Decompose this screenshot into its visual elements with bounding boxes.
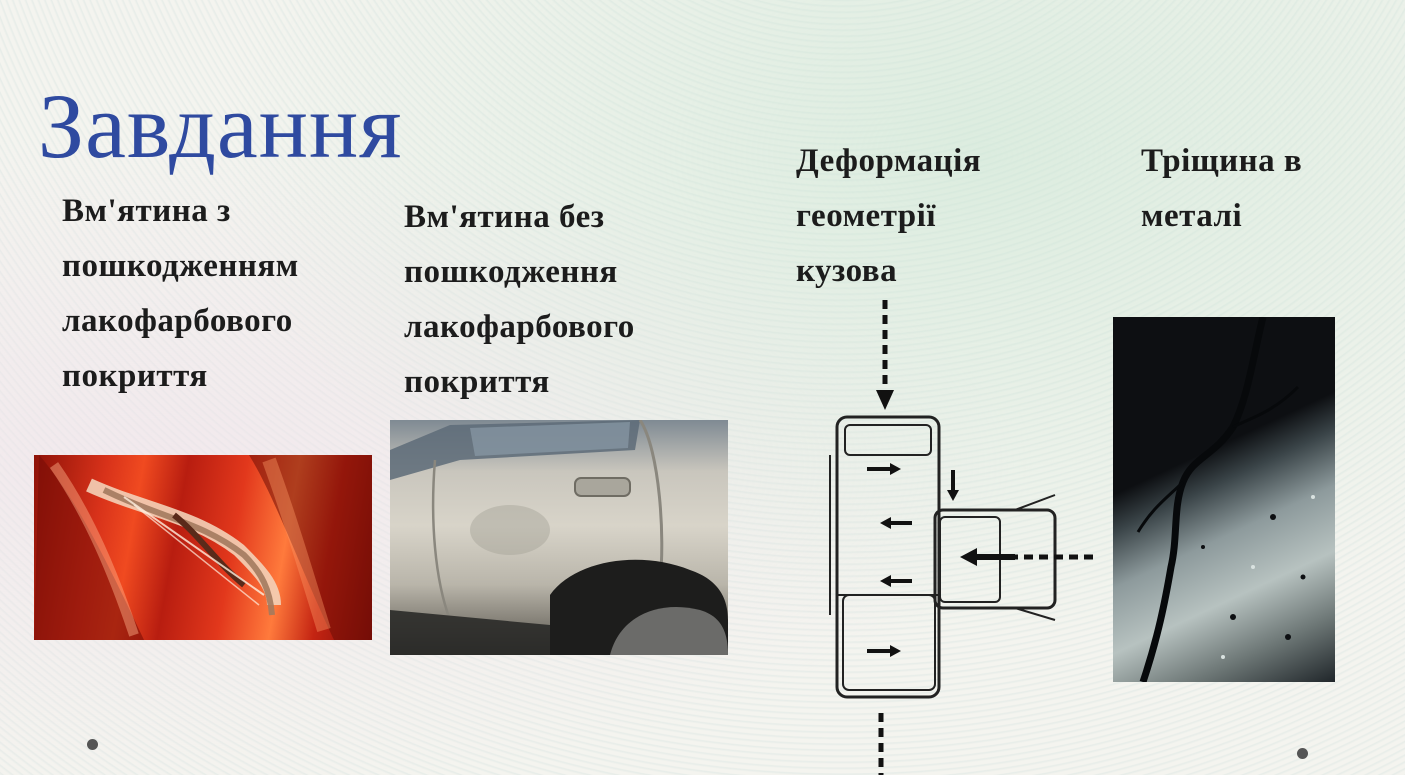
metal-crack-photo [1113,317,1335,682]
caption-dent-with-paint-damage: Вм'ятина з пошкодженням лакофарбового по… [62,193,299,394]
caption-dent-without-paint-damage: Вм'ятина без пошкодження лакофарбового п… [404,199,635,400]
inner-arrows [867,463,959,657]
collision-diagram-svg [829,300,1093,775]
crack-illustration [1136,317,1315,682]
slide-title: Завдання [38,75,403,177]
slide-dot-left [87,739,98,750]
dented-silver-car-door-photo [390,420,728,655]
collision-deformation-diagram [815,295,1105,775]
caption-metal-crack: Тріщина в металі [1141,143,1303,234]
slide-dot-right [1297,748,1308,759]
caption-body-geometry-deformation: Деформація геометрії кузова [796,143,982,289]
car-door-illustration [390,420,728,655]
scratch-illustration [34,455,372,640]
scratched-red-car-photo [34,455,372,640]
